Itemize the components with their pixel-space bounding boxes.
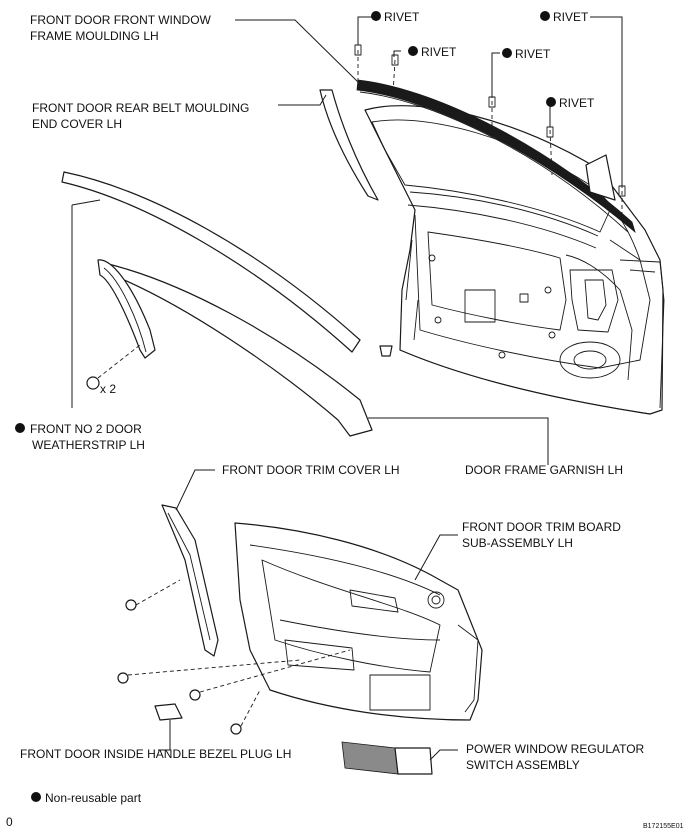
moulding-end-bracket [585, 154, 616, 201]
corner-mark: 0 [6, 815, 13, 829]
screw-icon [125, 579, 181, 611]
label-rivet-1: RIVET [371, 10, 420, 24]
rear-belt-moulding-end-cover [319, 89, 379, 201]
label-line: RIVET [553, 10, 589, 24]
label-line: RIVET [421, 45, 457, 59]
clip-icon [379, 345, 393, 357]
legend: Non-reusable part [31, 791, 142, 805]
non-reusable-icon [31, 792, 41, 802]
label-quantity: x 2 [100, 382, 116, 396]
label-rivet-4: RIVET [546, 96, 595, 110]
label-line: SWITCH ASSEMBLY [466, 758, 580, 772]
door-frame-garnish [61, 171, 373, 437]
label-line: FRONT DOOR REAR BELT MOULDING [32, 101, 249, 115]
label-door-frame-garnish: DOOR FRAME GARNISH LH [465, 463, 623, 477]
label-front-window-frame-moulding: FRONT DOOR FRONT WINDOW FRAME MOULDING L… [30, 13, 212, 43]
label-line: FRONT NO 2 DOOR [30, 422, 142, 436]
front-door-panel-illustration [364, 105, 665, 415]
front-door-trim-cover-illustration [161, 504, 219, 657]
label-rivet-5: RIVET [540, 10, 589, 24]
label-front-no2-door-weatherstrip: FRONT NO 2 DOOR WEATHERSTRIP LH [15, 422, 145, 452]
non-reusable-icon [408, 46, 418, 56]
label-line: x 2 [100, 382, 116, 396]
label-inside-handle-bezel-plug: FRONT DOOR INSIDE HANDLE BEZEL PLUG LH [20, 747, 291, 761]
non-reusable-icon [371, 11, 381, 21]
push-clip-icon [86, 344, 141, 390]
label-front-door-trim-cover: FRONT DOOR TRIM COVER LH [222, 463, 400, 477]
label-rivet-2: RIVET [408, 45, 457, 59]
legend-text: Non-reusable part [45, 791, 142, 805]
label-line: RIVET [515, 47, 551, 61]
front-door-trim-board-illustration [234, 522, 483, 721]
label-line: END COVER LH [32, 117, 122, 131]
label-line: FRONT DOOR TRIM BOARD [462, 520, 621, 534]
front-window-frame-moulding [356, 79, 636, 234]
label-line: DOOR FRAME GARNISH LH [465, 463, 623, 477]
inside-handle-bezel-plug-illustration [154, 703, 183, 721]
label-rivet-3: RIVET [502, 47, 551, 61]
label-line: POWER WINDOW REGULATOR [466, 742, 645, 756]
non-reusable-icon [546, 97, 556, 107]
figure-id: B172155E01 [643, 823, 684, 830]
label-line: WEATHERSTRIP LH [32, 438, 145, 452]
label-line: FRONT DOOR FRONT WINDOW [30, 13, 212, 27]
non-reusable-icon [540, 11, 550, 21]
label-rear-belt-moulding-end-cover: FRONT DOOR REAR BELT MOULDING END COVER … [32, 101, 249, 131]
label-front-door-trim-board: FRONT DOOR TRIM BOARD SUB-ASSEMBLY LH [462, 520, 621, 550]
label-line: FRAME MOULDING LH [30, 29, 159, 43]
screw-icon [189, 649, 351, 701]
label-line: FRONT DOOR TRIM COVER LH [222, 463, 400, 477]
screw-icon [117, 659, 301, 684]
label-power-window-switch: POWER WINDOW REGULATOR SWITCH ASSEMBLY [466, 742, 645, 772]
label-line: RIVET [559, 96, 595, 110]
rivet-icon [391, 54, 399, 66]
non-reusable-icon [15, 423, 25, 433]
label-line: RIVET [384, 10, 420, 24]
label-line: FRONT DOOR INSIDE HANDLE BEZEL PLUG LH [20, 747, 291, 761]
screw-icon [230, 689, 261, 735]
label-line: SUB-ASSEMBLY LH [462, 536, 573, 550]
footer: 0 B172155E01 [6, 815, 684, 830]
power-window-switch-illustration [341, 741, 433, 775]
non-reusable-icon [502, 48, 512, 58]
front-no2-door-weatherstrip [97, 259, 156, 359]
